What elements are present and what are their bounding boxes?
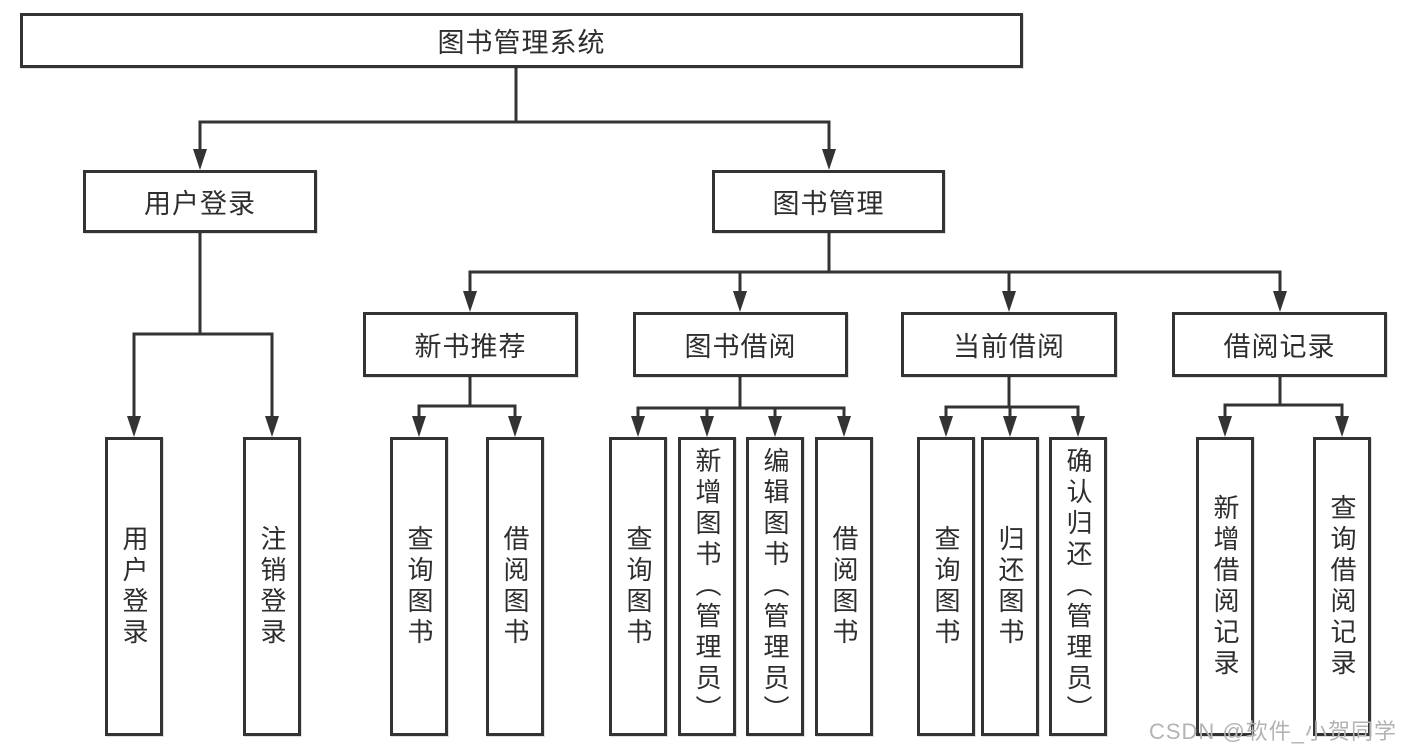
leaf-edit-books-admin: 编辑图书（管理员） — [746, 437, 804, 736]
node-borrowing-records: 借阅记录 — [1172, 312, 1387, 377]
leaf-borrow-books-recommend: 借阅图书 — [486, 437, 544, 736]
node-current-borrowing: 当前借阅 — [901, 312, 1117, 377]
leaf-query-books-recommend: 查询图书 — [390, 437, 448, 736]
node-new-book-recommend: 新书推荐 — [363, 312, 578, 377]
leaf-query-books-current: 查询图书 — [917, 437, 975, 736]
leaf-add-books-admin: 新增图书（管理员） — [678, 437, 736, 736]
node-book-borrowing: 图书借阅 — [633, 312, 848, 377]
connector-paths — [132, 68, 1344, 420]
node-root-library-system: 图书管理系统 — [20, 13, 1023, 68]
leaf-user-login: 用户登录 — [105, 437, 163, 736]
leaf-add-borrow-record: 新增借阅记录 — [1196, 437, 1254, 736]
leaf-borrow-books-borrowing: 借阅图书 — [815, 437, 873, 736]
leaf-logout: 注销登录 — [243, 437, 301, 736]
node-user-login: 用户登录 — [83, 170, 317, 233]
leaf-confirm-return-admin: 确认归还（管理员） — [1049, 437, 1107, 736]
leaf-return-books: 归还图书 — [981, 437, 1039, 736]
csdn-watermark: CSDN @软件_小贺同学 — [1148, 719, 1397, 744]
leaf-query-borrow-record: 查询借阅记录 — [1313, 437, 1371, 736]
leaf-query-books-borrowing: 查询图书 — [609, 437, 667, 736]
node-book-management: 图书管理 — [712, 170, 945, 233]
